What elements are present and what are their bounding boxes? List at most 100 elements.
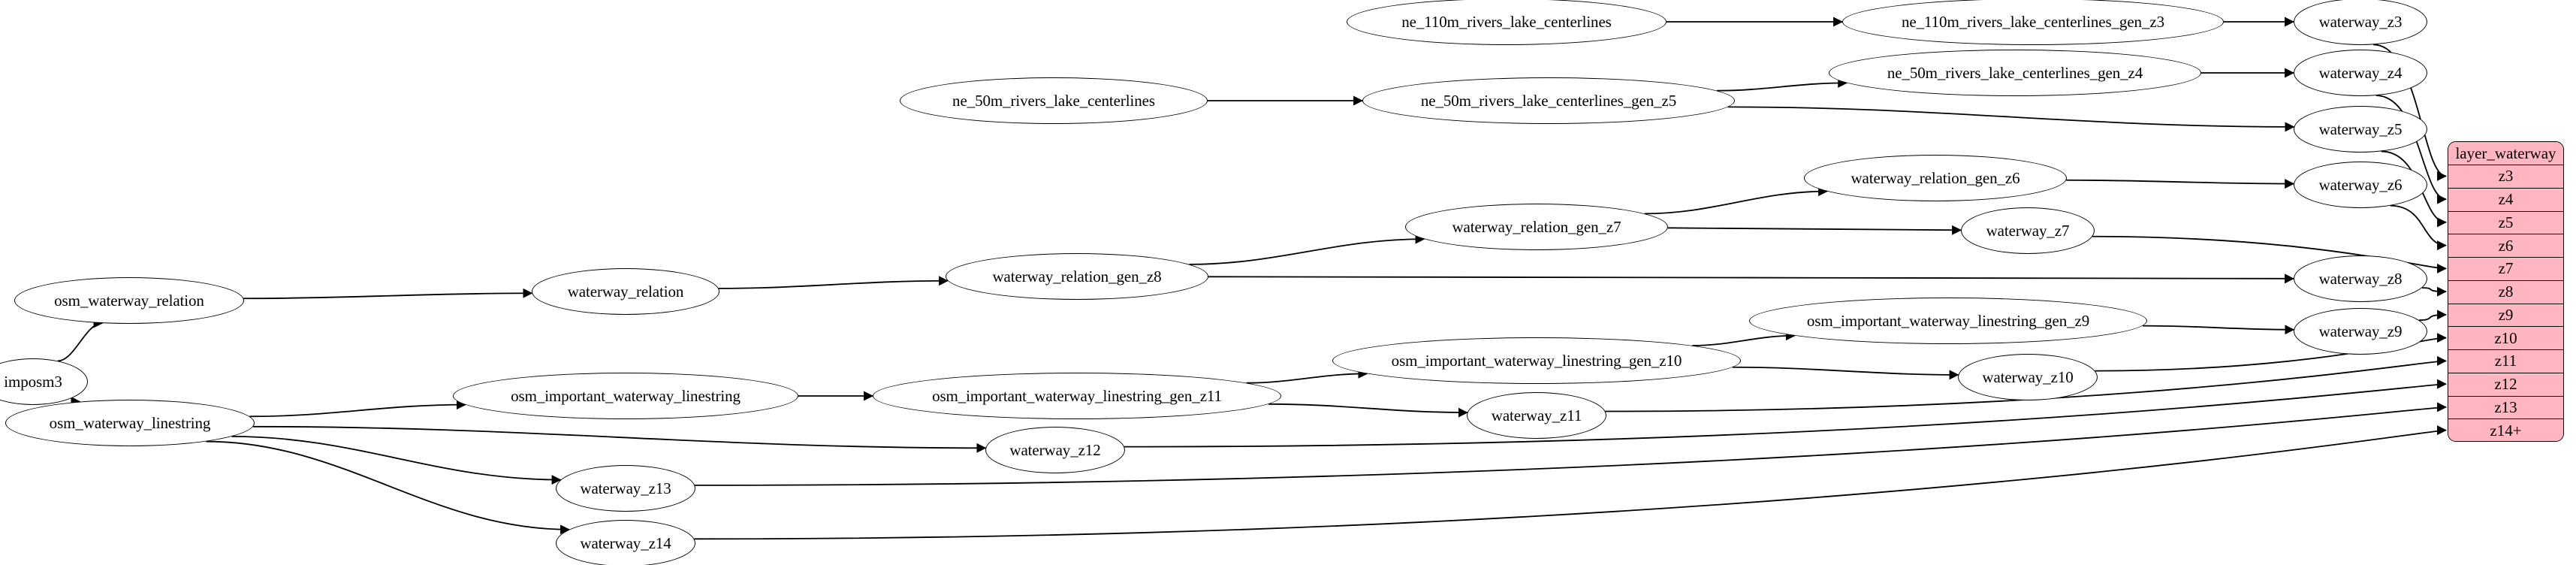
layer-table-row-z11[interactable]: z11 <box>2448 350 2563 373</box>
graph-edge-waterway_z12-to-table_z12 <box>1124 379 2448 448</box>
graph-node-waterway_z11[interactable]: waterway_z11 <box>1467 392 1606 439</box>
graph-edge-osm_important_waterway_linestring_gen_z11-to-osm_important_waterway_linestring_gen_z10 <box>1246 368 1368 384</box>
graph-edge-waterway_z14-to-table_z14 <box>694 425 2448 540</box>
graph-edge-waterway_z7-to-table_z7 <box>2092 235 2448 273</box>
graph-node-label: osm_important_waterway_linestring <box>511 386 741 405</box>
graph-node-waterway_relation_gen_z6[interactable]: waterway_relation_gen_z6 <box>1804 155 2067 201</box>
layer-table-row-z7[interactable]: z7 <box>2448 258 2563 281</box>
graph-node-ne_50m_rivers_lake_centerlines[interactable]: ne_50m_rivers_lake_centerlines <box>900 77 1208 124</box>
graph-node-label: imposm3 <box>4 372 62 391</box>
graph-edge-osm_waterway_linestring-to-waterway_z14 <box>206 440 570 535</box>
layer-table-row-z10[interactable]: z10 <box>2448 327 2563 350</box>
graph-node-waterway_z6[interactable]: waterway_z6 <box>2294 162 2427 208</box>
graph-node-label: osm_important_waterway_linestring_gen_z1… <box>1391 351 1682 370</box>
graph-node-label: waterway_relation_gen_z8 <box>992 267 1162 286</box>
graph-node-label: ne_50m_rivers_lake_centerlines_gen_z4 <box>1887 63 2143 82</box>
graph-node-waterway_relation_gen_z7[interactable]: waterway_relation_gen_z7 <box>1405 204 1668 250</box>
graph-node-waterway_z12[interactable]: waterway_z12 <box>985 427 1125 473</box>
layer-table-row-z6[interactable]: z6 <box>2448 234 2563 258</box>
graph-edge-waterway_relation-to-waterway_relation_gen_z8 <box>718 276 949 289</box>
graph-node-label: waterway_z11 <box>1491 406 1582 425</box>
graph-node-label: waterway_relation_gen_z6 <box>1851 168 2020 187</box>
graph-edge-waterway_z11-to-table_z11 <box>1605 355 2448 412</box>
graph-node-osm_important_waterway_linestring_gen_z9[interactable]: osm_important_waterway_linestring_gen_z9 <box>1749 298 2147 344</box>
graph-node-osm_waterway_linestring[interactable]: osm_waterway_linestring <box>5 400 255 446</box>
graph-node-label: waterway_z4 <box>2318 63 2403 82</box>
graph-edge-osm_important_waterway_linestring_gen_z10-to-waterway_z10 <box>1732 366 1959 380</box>
graph-node-label: waterway_z12 <box>1009 440 1101 459</box>
graph-node-label: osm_waterway_linestring <box>49 413 211 432</box>
graph-node-label: ne_110m_rivers_lake_centerlines_gen_z3 <box>1902 12 2164 31</box>
graph-edge-waterway_z10-to-table_z10 <box>2095 333 2448 372</box>
graph-node-label: osm_waterway_relation <box>54 291 204 310</box>
graph-edge-osm_waterway_linestring-to-osm_important_waterway_linestring <box>249 400 466 418</box>
graph-node-label: waterway_z5 <box>2318 119 2403 138</box>
graph-edge-osm_important_waterway_linestring_gen_z10-to-osm_important_waterway_linestring_gen_z9 <box>1692 331 1796 346</box>
graph-edge-ne_50m_rivers_lake_centerlines_gen_z5-to-ne_50m_rivers_lake_centerlines_gen_z4 <box>1716 77 1848 92</box>
graph-node-label: osm_important_waterway_linestring_gen_z1… <box>932 386 1222 405</box>
graph-edge-osm_important_waterway_linestring_gen_z11-to-waterway_z11 <box>1268 403 1468 418</box>
graph-node-imposm3[interactable]: imposm3 <box>0 358 88 405</box>
graph-node-waterway_z10[interactable]: waterway_z10 <box>1958 354 2098 400</box>
graph-node-osm_waterway_relation[interactable]: osm_waterway_relation <box>14 277 244 324</box>
graph-node-ne_110m_rivers_lake_centerlines[interactable]: ne_110m_rivers_lake_centerlines <box>1347 0 1667 45</box>
graph-node-label: ne_50m_rivers_lake_centerlines_gen_z5 <box>1420 91 1677 110</box>
graph-edge-waterway_z9-to-table_z9 <box>2419 310 2448 322</box>
layer-table-row-z5[interactable]: z5 <box>2448 211 2563 235</box>
graph-node-label: waterway_z8 <box>2318 269 2403 288</box>
graph-edge-waterway_relation_gen_z8-to-waterway_relation_gen_z7 <box>1189 234 1425 265</box>
graph-node-osm_important_waterway_linestring[interactable]: osm_important_waterway_linestring <box>453 373 798 419</box>
graph-edge-osm_important_waterway_linestring_gen_z9-to-waterway_z9 <box>2142 325 2295 335</box>
graph-node-ne_50m_rivers_lake_centerlines_gen_z4[interactable]: ne_50m_rivers_lake_centerlines_gen_z4 <box>1829 50 2201 96</box>
graph-node-ne_110m_rivers_lake_centerlines_gen_z3[interactable]: ne_110m_rivers_lake_centerlines_gen_z3 <box>1842 0 2224 45</box>
layer-table-title: layer_waterway <box>2448 142 2563 165</box>
graph-edge-waterway_z3-to-table_z3 <box>2373 44 2448 181</box>
graph-node-waterway_z4[interactable]: waterway_z4 <box>2294 50 2427 96</box>
graph-node-waterway_z8[interactable]: waterway_z8 <box>2294 255 2427 302</box>
graph-node-waterway_z13[interactable]: waterway_z13 <box>556 465 695 512</box>
layer-table-row-z8[interactable]: z8 <box>2448 280 2563 304</box>
graph-node-waterway_z7[interactable]: waterway_z7 <box>1961 207 2095 254</box>
graph-edge-waterway_relation_gen_z7-to-waterway_relation_gen_z6 <box>1644 186 1829 215</box>
graph-node-label: waterway_relation <box>567 282 684 301</box>
graph-node-label: waterway_z7 <box>1986 221 2070 240</box>
graph-node-waterway_z9[interactable]: waterway_z9 <box>2294 308 2427 355</box>
graph-edge-waterway_z4-to-table_z4 <box>2375 95 2448 204</box>
graph-edge-waterway_relation_gen_z7-to-waterway_z7 <box>1667 225 1962 235</box>
layer-table-row-z9[interactable]: z9 <box>2448 304 2563 328</box>
graph-edge-imposm3-to-osm_waterway_relation <box>57 318 104 362</box>
layer-table-row-z4[interactable]: z4 <box>2448 188 2563 212</box>
graph-node-waterway_relation_gen_z8[interactable]: waterway_relation_gen_z8 <box>946 253 1208 300</box>
graph-node-ne_50m_rivers_lake_centerlines_gen_z5[interactable]: ne_50m_rivers_lake_centerlines_gen_z5 <box>1362 77 1735 124</box>
graph-edge-osm_waterway_linestring-to-waterway_z13 <box>231 435 562 485</box>
graph-edge-waterway_relation_gen_z6-to-waterway_z6 <box>2066 179 2295 189</box>
graph-node-waterway_relation[interactable]: waterway_relation <box>532 268 719 315</box>
graph-edge-waterway_relation_gen_z8-to-waterway_z8 <box>1208 273 2295 284</box>
graph-node-label: waterway_z14 <box>580 533 671 552</box>
graph-node-osm_important_waterway_linestring_gen_z10[interactable]: osm_important_waterway_linestring_gen_z1… <box>1332 337 1741 384</box>
layer-table-row-z12[interactable]: z12 <box>2448 373 2563 397</box>
graph-node-waterway_z5[interactable]: waterway_z5 <box>2294 106 2427 153</box>
layer-table-row-z14plus[interactable]: z14+ <box>2448 419 2563 441</box>
graph-node-label: osm_important_waterway_linestring_gen_z9 <box>1806 311 2090 330</box>
graph-node-waterway_z3[interactable]: waterway_z3 <box>2294 0 2427 45</box>
graph-node-label: waterway_z6 <box>2318 175 2403 194</box>
graph-node-label: waterway_relation_gen_z7 <box>1452 217 1621 236</box>
graph-edge-osm_waterway_linestring-to-waterway_z12 <box>253 425 987 453</box>
graph-edge-ne_50m_rivers_lake_centerlines_gen_z5-to-waterway_z5 <box>1727 106 2295 132</box>
graph-node-waterway_z14[interactable]: waterway_z14 <box>556 520 695 565</box>
graph-node-label: ne_110m_rivers_lake_centerlines <box>1401 12 1612 31</box>
graph-node-label: waterway_z13 <box>580 479 671 497</box>
layer-table-row-z3[interactable]: z3 <box>2448 165 2563 189</box>
graph-node-osm_important_waterway_linestring_gen_z11[interactable]: osm_important_waterway_linestring_gen_z1… <box>873 373 1281 419</box>
layer-table-row-z13[interactable]: z13 <box>2448 396 2563 420</box>
graph-node-label: waterway_z10 <box>1982 367 2074 386</box>
graph-edge-waterway_z8-to-table_z8 <box>2421 286 2448 297</box>
graph-edge-osm_waterway_relation-to-waterway_relation <box>243 288 533 300</box>
graph-node-label: waterway_z9 <box>2318 322 2403 340</box>
graph-node-label: ne_50m_rivers_lake_centerlines <box>952 91 1155 110</box>
